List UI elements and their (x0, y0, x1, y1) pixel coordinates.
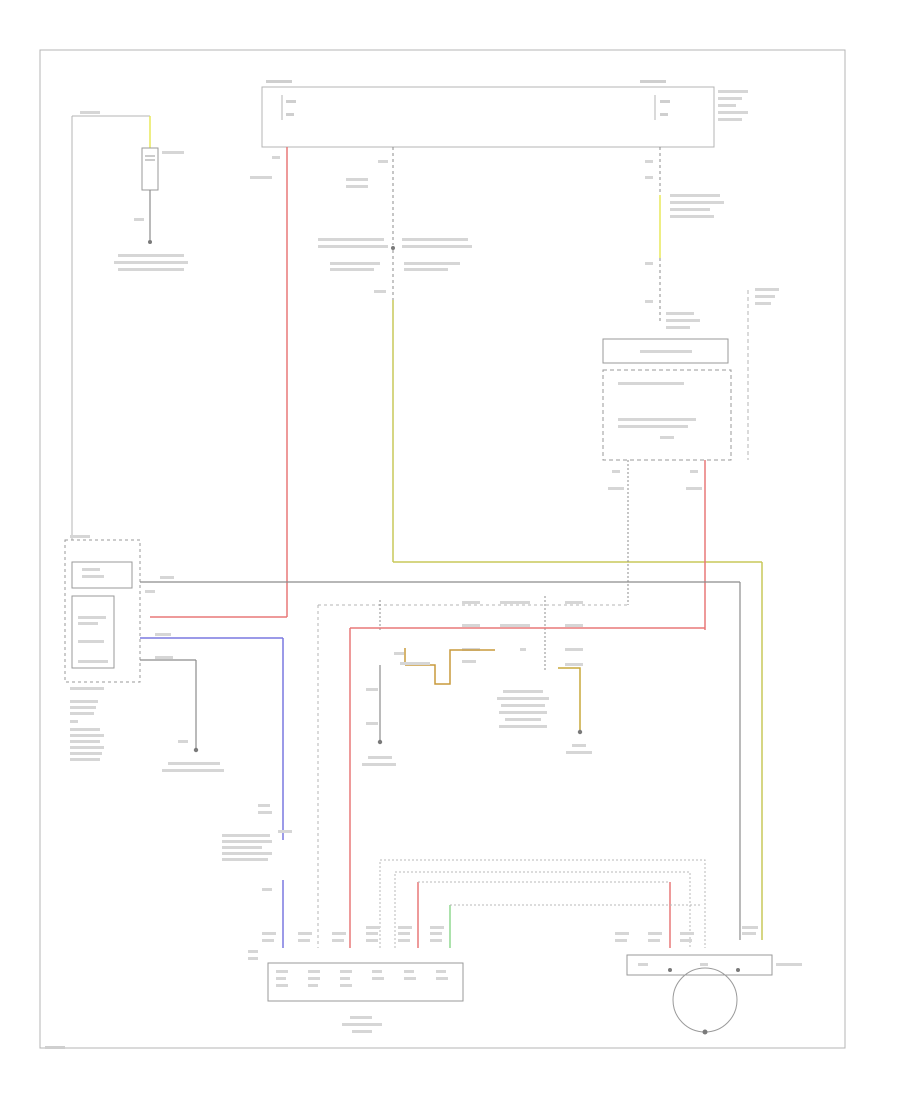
bottom-colored-wires (417, 881, 700, 948)
red-wire-gauge-to-connector (349, 627, 705, 948)
alternator-pin-labels (615, 926, 758, 966)
pcm-connector (248, 926, 464, 1033)
gauge-module-labels (618, 382, 696, 439)
inline-connector-mid (222, 830, 292, 891)
ground-point-center-right (577, 729, 583, 735)
alternator-body (672, 967, 738, 1033)
center-ground-wire-right (558, 667, 592, 754)
fuse-left (281, 95, 296, 120)
brown-wire (394, 648, 495, 685)
center-ground-wire-left (362, 665, 396, 766)
alternator-b-terminal (736, 968, 740, 972)
black-wire-upper (140, 576, 741, 940)
battery-ground-wire-label (134, 218, 144, 221)
blue-wire (140, 633, 284, 948)
fuse-right (654, 95, 670, 120)
pcm-caption (342, 1016, 382, 1033)
junction-center (391, 246, 395, 250)
gauge-pin-label-1 (612, 470, 620, 473)
gauge-wire-label-2 (686, 487, 702, 490)
right-feed-labels (645, 160, 724, 329)
center-dashed-feed (318, 147, 472, 300)
gauge-pin-label-2 (690, 470, 698, 473)
red-wire-main (150, 147, 288, 618)
diagram-footer-tag (45, 1046, 65, 1049)
pcm-pin-labels (276, 970, 448, 987)
ecm-block-header (70, 535, 90, 538)
yellow-green-wire (392, 300, 763, 940)
ground-point-center-left (377, 739, 383, 745)
ground-point-left (193, 747, 199, 753)
fuse-box-header-label-right (640, 80, 666, 83)
junction-labels (462, 601, 583, 666)
alternator-label (776, 963, 802, 966)
alternator (615, 926, 802, 1035)
alternator-ground-terminal (668, 968, 672, 972)
battery-ground-point (148, 240, 152, 244)
fuse-box-header-label-left (266, 80, 292, 83)
right-yellow-feed (645, 147, 724, 329)
bottom-dotted-harness (379, 859, 706, 948)
gauge-wire-label-1 (608, 487, 624, 490)
gauge-module-title (640, 350, 692, 353)
under-hood-fuse-box (261, 80, 748, 148)
center-junction-connector (317, 596, 628, 948)
red-wire-pin-label (272, 156, 280, 159)
battery (71, 111, 188, 540)
diagram-frame (39, 49, 846, 1049)
red-wire-label (250, 176, 272, 179)
fuse-box-side-label (718, 90, 748, 121)
black-ground-wire (140, 656, 224, 772)
gauge-assembly-bracket (747, 288, 779, 460)
pcm-wire-labels (248, 926, 444, 960)
gauge-control-module (602, 338, 732, 630)
battery-ground-caption (114, 254, 188, 271)
alternator-ground (702, 1029, 708, 1035)
center-feed-labels (318, 160, 472, 293)
ecm-block-caption (70, 700, 104, 761)
battery-body (141, 147, 159, 191)
battery-label (162, 151, 184, 154)
battery-wire-label (80, 111, 100, 114)
center-connector-caption (497, 690, 549, 728)
ecm-connector-block (64, 535, 141, 761)
